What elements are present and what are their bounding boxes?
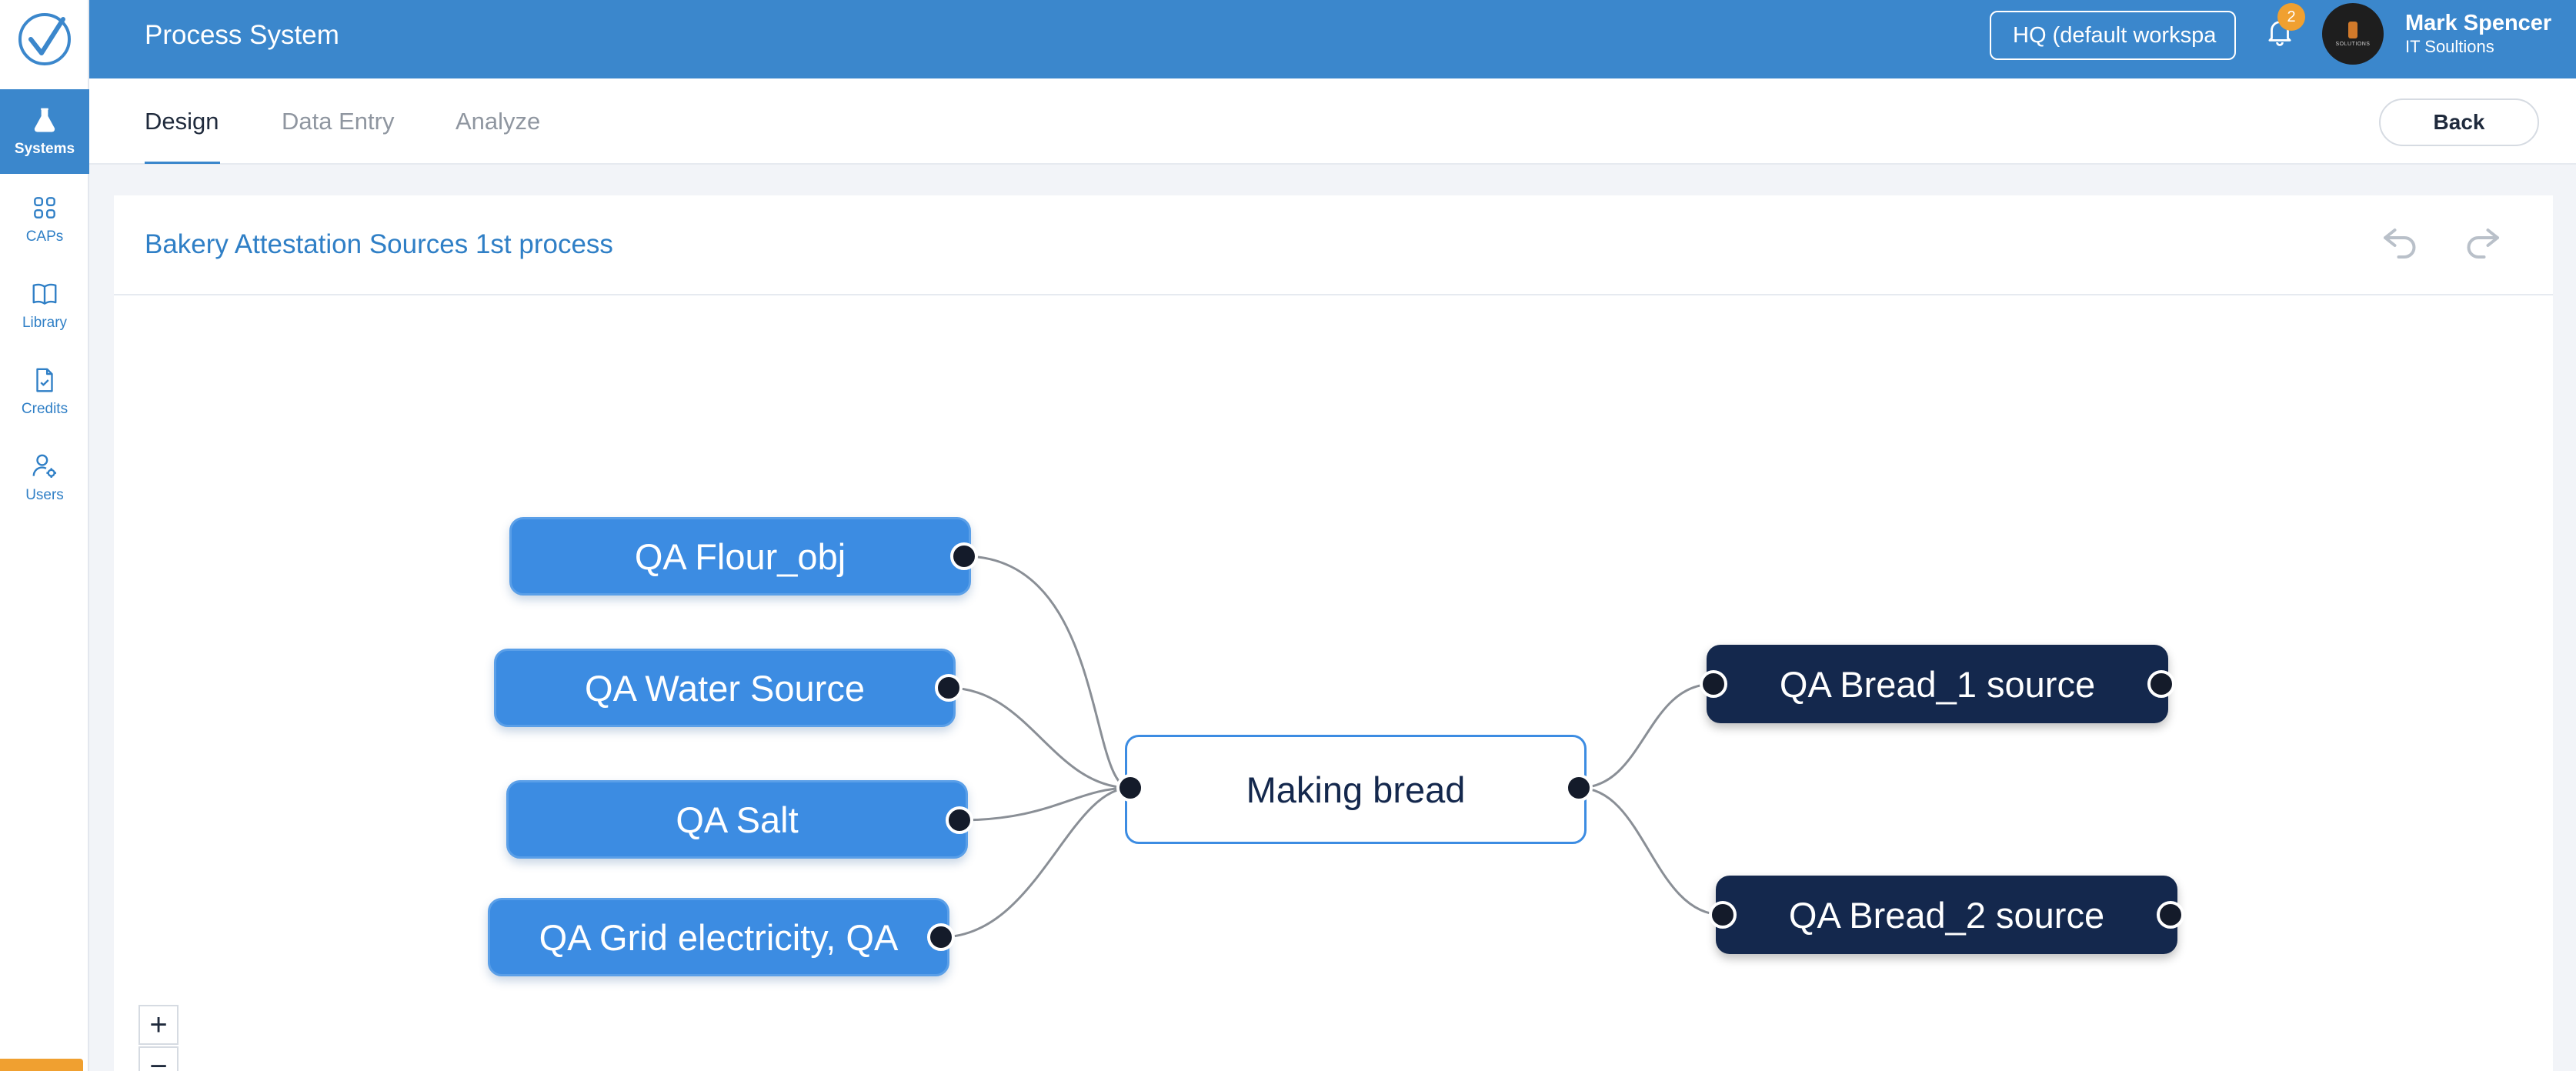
node-label: QA Water Source xyxy=(585,667,865,709)
book-icon xyxy=(32,283,57,305)
tab-data-entry[interactable]: Data Entry xyxy=(282,108,395,135)
app-title: Process System xyxy=(145,20,339,50)
checkmark-logo-icon xyxy=(18,13,71,65)
panel-header: Bakery Attestation Sources 1st process xyxy=(114,195,2553,295)
process-node-input[interactable]: QA Water Source xyxy=(494,649,956,727)
edge-water xyxy=(948,686,1131,789)
avatar[interactable]: SOLUTIONS xyxy=(2322,3,2384,65)
edge-flour xyxy=(963,555,1131,789)
output-port[interactable] xyxy=(935,674,963,702)
tabs-bar: Design Data Entry Analyze Back xyxy=(89,78,2576,165)
active-tab-indicator xyxy=(145,162,220,164)
node-label: Making bread xyxy=(1246,769,1466,810)
top-bar: Process System HQ (default workspa 2 SOL… xyxy=(89,0,2576,78)
process-node-output[interactable]: QA Bread_2 source xyxy=(1716,876,2177,954)
process-title: Bakery Attestation Sources 1st process xyxy=(145,229,613,259)
output-port[interactable] xyxy=(2147,670,2175,698)
sidebar-item-label: Credits xyxy=(21,401,68,417)
edge-grid xyxy=(940,786,1131,939)
zoom-in-button[interactable]: + xyxy=(138,1005,179,1045)
output-port[interactable] xyxy=(1565,774,1593,802)
notification-badge: 2 xyxy=(2277,3,2305,31)
output-port[interactable] xyxy=(950,542,978,570)
undo-icon[interactable] xyxy=(2377,219,2424,265)
sidebar-item-label: Systems xyxy=(14,141,75,157)
process-node-input[interactable]: QA Salt xyxy=(506,780,968,859)
user-org: IT Soultions xyxy=(2405,37,2494,56)
sidebar-item-systems[interactable]: Systems xyxy=(0,89,89,174)
node-label: QA Grid electricity, QA xyxy=(539,916,899,958)
sidebar-item-label: Library xyxy=(22,315,68,331)
tab-analyze[interactable]: Analyze xyxy=(455,108,541,135)
output-port[interactable] xyxy=(946,806,973,834)
user-name: Mark Spencer xyxy=(2405,11,2552,35)
help-tab[interactable] xyxy=(0,1059,83,1071)
grid-icon xyxy=(34,197,55,219)
sidebar-item-credits[interactable]: Credits xyxy=(0,349,89,434)
edges-layer xyxy=(940,555,1723,939)
input-port[interactable] xyxy=(1116,774,1144,802)
node-label: QA Bread_2 source xyxy=(1788,894,2105,936)
process-node-input[interactable]: QA Flour_obj xyxy=(509,517,971,596)
process-panel: Bakery Attestation Sources 1st process Q… xyxy=(114,195,2553,1071)
edge-bread1 xyxy=(1578,682,1714,789)
user-gear-icon xyxy=(32,454,57,479)
sidebar-item-users[interactable]: Users xyxy=(0,435,89,520)
process-node-output[interactable]: QA Bread_1 source xyxy=(1707,645,2168,723)
node-label: QA Bread_1 source xyxy=(1779,663,2096,705)
flask-icon xyxy=(34,108,55,132)
sidebar-item-label: Users xyxy=(25,487,64,503)
redo-icon[interactable] xyxy=(2459,219,2505,265)
workspace-selector[interactable]: HQ (default workspa xyxy=(1990,11,2236,60)
node-label: QA Salt xyxy=(676,799,799,840)
process-canvas[interactable]: QA Flour_obj QA Water Source QA Salt QA … xyxy=(114,297,2553,1071)
edge-salt xyxy=(959,786,1131,822)
app-logo[interactable] xyxy=(0,0,89,78)
output-port[interactable] xyxy=(927,923,955,951)
input-port[interactable] xyxy=(1709,901,1737,929)
sidebar-item-library[interactable]: Library xyxy=(0,263,89,348)
node-label: QA Flour_obj xyxy=(634,536,846,577)
avatar-logo-text: SOLUTIONS xyxy=(2335,41,2371,47)
sidebar-item-caps[interactable]: CAPs xyxy=(0,177,89,262)
tab-design[interactable]: Design xyxy=(145,108,219,135)
back-button[interactable]: Back xyxy=(2379,98,2539,146)
avatar-lamp-graphic xyxy=(2348,21,2357,38)
zoom-out-button[interactable]: − xyxy=(138,1046,179,1071)
output-port[interactable] xyxy=(2157,901,2184,929)
sidebar-item-label: CAPs xyxy=(25,229,64,245)
process-node-center[interactable]: Making bread xyxy=(1125,735,1587,844)
process-node-input[interactable]: QA Grid electricity, QA xyxy=(488,898,949,976)
document-check-icon xyxy=(36,368,53,392)
edge-bread2 xyxy=(1578,786,1723,916)
input-port[interactable] xyxy=(1700,670,1727,698)
sidebar: Systems CAPs Library Credits Users xyxy=(0,0,89,1071)
